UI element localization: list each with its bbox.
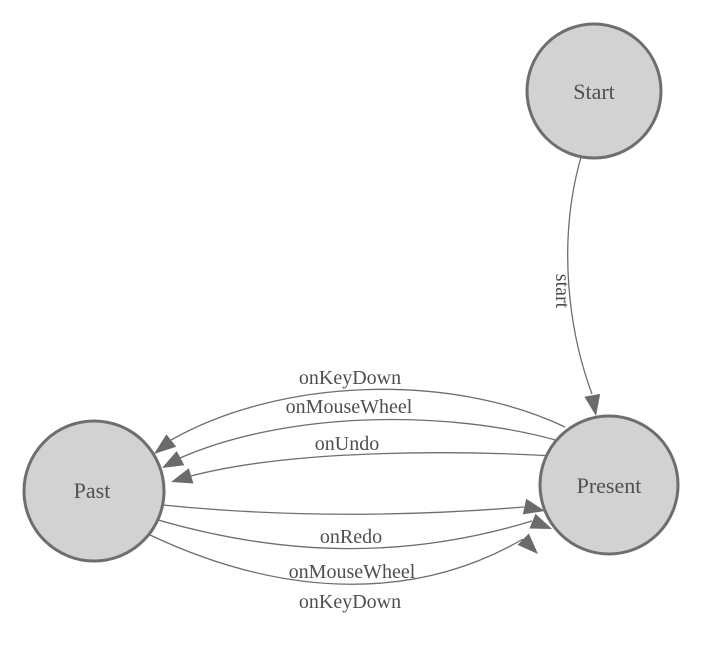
edge-onkeydown-to-present-path: [149, 534, 524, 585]
edge-start-path: [567, 156, 593, 395]
node-present-circle: [538, 414, 680, 556]
edge-onmousewheel-to-past: onMouseWheel: [162, 396, 560, 468]
edge-label-onredo: onRedo: [320, 526, 382, 548]
edge-onkeydown-to-past-path: [170, 388, 566, 441]
edge-onundo-to-past: onUndo: [171, 433, 556, 484]
edge-onredo-to-present-path: [162, 504, 525, 515]
arrowhead-onredo-to-present: [522, 498, 545, 515]
edge-onmousewheel-to-past-path: [179, 418, 560, 459]
edge-label-onkeydown-top: onKeyDown: [299, 367, 401, 389]
edge-label-onundo: onUndo: [315, 433, 379, 455]
node-start-label: Start: [573, 79, 615, 104]
edge-label-start: start: [551, 274, 573, 309]
edge-onkeydown-to-past: onKeyDown: [154, 367, 566, 454]
edge-onmousewheel-to-present: onMouseWheel: [157, 513, 552, 583]
edge-onredo-to-present: onRedo: [162, 498, 545, 548]
arrowhead-onmousewheel-to-present: [529, 513, 552, 529]
arrowhead-onkeydown-to-present: [517, 533, 538, 554]
edge-label-onkeydown-bottom: onKeyDown: [299, 591, 401, 613]
node-past: Past: [22, 419, 166, 563]
node-start-circle: [525, 22, 663, 160]
edge-onmousewheel-to-present-path: [157, 519, 533, 550]
arrowhead-onundo-to-past: [171, 468, 194, 484]
node-present: Present: [538, 414, 680, 556]
node-past-circle: [22, 419, 166, 563]
edge-label-onmousewheel-bottom: onMouseWheel: [289, 561, 416, 583]
edge-onkeydown-to-present: onKeyDown: [149, 533, 538, 613]
node-present-label: Present: [577, 473, 642, 498]
node-start: Start: [525, 22, 663, 160]
edge-onundo-to-past-path: [190, 452, 556, 477]
arrowhead-onkeydown-to-past: [154, 434, 177, 454]
edge-label-onmousewheel-top: onMouseWheel: [286, 396, 413, 418]
edge-start: start: [551, 156, 601, 416]
arrowhead-onmousewheel-to-past: [162, 451, 185, 468]
node-past-label: Past: [74, 478, 111, 503]
arrowhead-start-to-present: [584, 393, 601, 416]
